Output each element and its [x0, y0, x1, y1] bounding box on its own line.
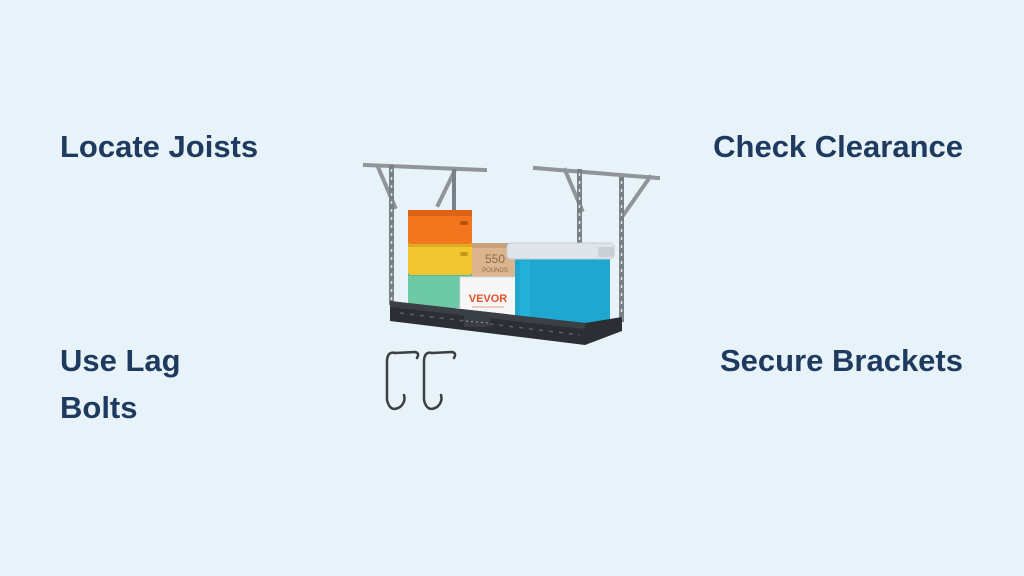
stacked-bins [408, 210, 472, 308]
overhead-storage-rack-image: 550 POUNDS VEVOR [362, 162, 661, 411]
box-weight-unit: POUNDS [482, 268, 508, 274]
rack-platform [390, 301, 622, 345]
box-weight-number: 550 [485, 252, 505, 266]
brand-logo-text: VEVOR [469, 293, 508, 305]
utility-hooks [385, 350, 457, 411]
tip-locate-joists: Locate Joists [60, 129, 259, 164]
tip-secure-brackets: Secure Brackets [720, 343, 963, 378]
tip-check-clearance: Check Clearance [713, 129, 963, 164]
ceiling-brackets [362, 162, 661, 220]
blue-tote [506, 242, 615, 333]
tip-use-lag-bolts: Use Lag Bolts [60, 343, 181, 425]
